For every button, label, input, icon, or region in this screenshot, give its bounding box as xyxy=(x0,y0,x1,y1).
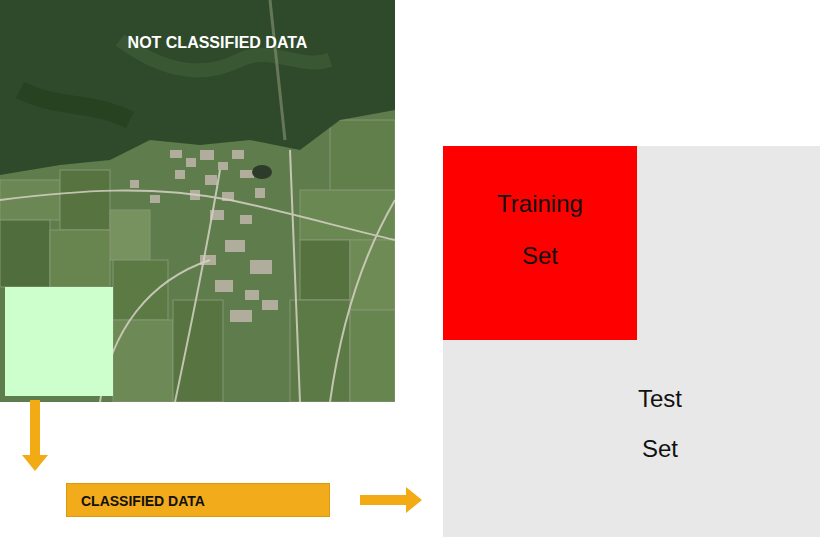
flow-arrow xyxy=(360,487,422,513)
arrow-shaft xyxy=(30,400,40,456)
node-label: Test Set xyxy=(620,374,700,474)
arrow-head xyxy=(406,487,422,513)
aerial-photo xyxy=(0,0,395,402)
node-label: NOT CLASSIFIED DATA xyxy=(40,33,395,53)
flow-arrow xyxy=(22,400,48,471)
selection-square xyxy=(5,287,113,396)
training-set-box: Training Set xyxy=(443,146,637,340)
image-region: NOT CLASSIFIED DATA xyxy=(0,0,399,402)
arrow-shaft xyxy=(360,495,407,505)
test-set-box: Test Set Training Set xyxy=(443,146,820,537)
arrow-head xyxy=(22,455,48,471)
node-label: Training Set xyxy=(485,178,595,282)
classified-box: CLASSIFIED DATA xyxy=(66,483,330,517)
node-label: CLASSIFIED DATA xyxy=(81,493,321,509)
